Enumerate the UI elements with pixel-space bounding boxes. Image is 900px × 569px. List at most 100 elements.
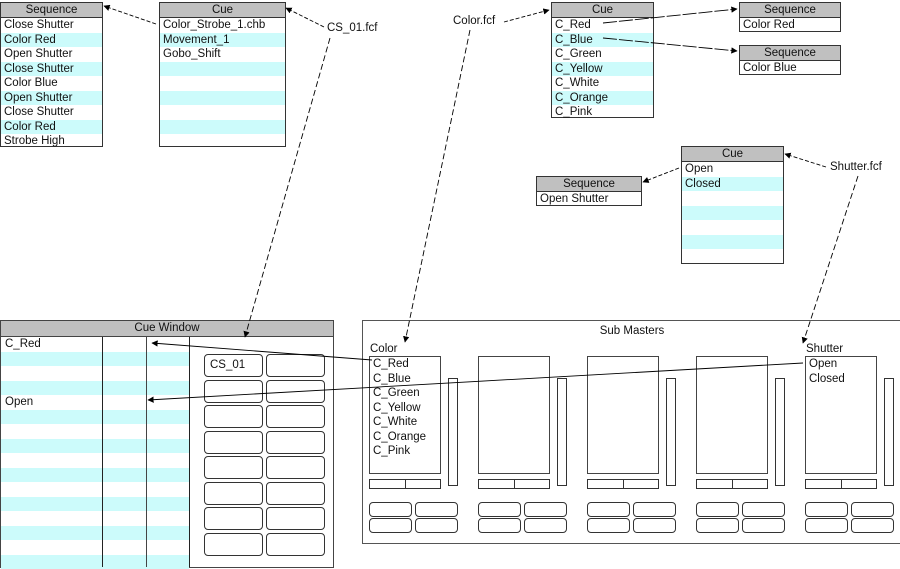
cue-button[interactable]	[266, 533, 325, 556]
cue-window-row[interactable]	[1, 424, 189, 439]
fader-push-button[interactable]	[851, 518, 894, 533]
cue-window-row[interactable]	[1, 540, 189, 555]
fader-push-button[interactable]	[587, 518, 630, 533]
cue-window-row[interactable]	[1, 468, 189, 483]
table-row[interactable]	[682, 206, 783, 221]
fader-cue-item[interactable]: C_Red	[370, 357, 440, 372]
fader-push-button[interactable]	[696, 518, 739, 533]
fader-push-button[interactable]	[633, 518, 676, 533]
cue-button[interactable]	[266, 482, 325, 505]
fader-push-button[interactable]	[742, 518, 785, 533]
table-row[interactable]	[160, 91, 285, 106]
table-row[interactable]: C_Red	[552, 18, 653, 33]
fader-push-button[interactable]	[369, 502, 412, 517]
table-row[interactable]: Gobo_Shift	[160, 47, 285, 62]
table-row[interactable]: Close Shutter	[1, 62, 102, 77]
table-row[interactable]: Color Red	[1, 120, 102, 135]
cue-window-row[interactable]	[1, 410, 189, 425]
table-row[interactable]: Close Shutter	[1, 105, 102, 120]
fader-cue-list[interactable]	[587, 356, 659, 474]
fader-cue-item[interactable]: C_Yellow	[370, 401, 440, 416]
fader-push-button[interactable]	[633, 502, 676, 517]
table-row[interactable]	[160, 105, 285, 120]
table-row[interactable]: C_Green	[552, 47, 653, 62]
fader-segment-buttons[interactable]	[369, 479, 441, 489]
table-row[interactable]	[160, 76, 285, 91]
cue-window-row[interactable]	[1, 352, 189, 367]
table-row[interactable]: Closed	[682, 177, 783, 192]
cue-button[interactable]	[266, 431, 325, 454]
fader-cue-list[interactable]	[478, 356, 550, 474]
fader-push-button[interactable]	[805, 502, 848, 517]
cue-button[interactable]	[266, 380, 325, 403]
fader-cue-list[interactable]	[696, 356, 768, 474]
table-row[interactable]	[682, 191, 783, 206]
table-row[interactable]: Strobe High	[1, 134, 102, 149]
table-row[interactable]: C_Blue	[552, 33, 653, 48]
fader-slider[interactable]	[448, 378, 458, 486]
cue-button[interactable]	[204, 482, 263, 505]
fader-cue-item[interactable]: C_White	[370, 415, 440, 430]
fader-slider[interactable]	[884, 378, 894, 486]
fader-push-button[interactable]	[587, 502, 630, 517]
table-row[interactable]: Open	[682, 162, 783, 177]
fader-segment-buttons[interactable]	[478, 479, 550, 489]
cue-button[interactable]	[266, 456, 325, 479]
cue-button[interactable]	[204, 533, 263, 556]
cue-button[interactable]	[266, 507, 325, 530]
fader-cue-item[interactable]: C_Blue	[370, 372, 440, 387]
table-row[interactable]	[682, 220, 783, 235]
cue-window-row[interactable]: C_Red	[1, 337, 189, 352]
cue-button[interactable]	[266, 354, 325, 377]
fader-push-button[interactable]	[524, 502, 567, 517]
cue-button[interactable]	[204, 431, 263, 454]
segment-right[interactable]	[623, 480, 659, 488]
segment-left[interactable]	[806, 480, 841, 488]
fader-push-button[interactable]	[478, 518, 521, 533]
cue-window-row[interactable]	[1, 453, 189, 468]
table-row[interactable]: Color_Strobe_1.chb	[160, 18, 285, 33]
fader-slider[interactable]	[557, 378, 567, 486]
segment-left[interactable]	[479, 480, 514, 488]
fader-push-button[interactable]	[742, 502, 785, 517]
segment-right[interactable]	[514, 480, 550, 488]
cue-button[interactable]	[266, 405, 325, 428]
fader-push-button[interactable]	[369, 518, 412, 533]
table-row[interactable]: C_Orange	[552, 91, 653, 106]
fader-cue-item[interactable]: Closed	[806, 372, 876, 387]
cue-window-row[interactable]	[1, 511, 189, 526]
fader-slider[interactable]	[775, 378, 785, 486]
table-row[interactable]: Color Blue	[1, 76, 102, 91]
table-row[interactable]: C_White	[552, 76, 653, 91]
table-row[interactable]: C_Yellow	[552, 62, 653, 77]
segment-left[interactable]	[370, 480, 405, 488]
cue-window-row[interactable]	[1, 439, 189, 454]
cue-button[interactable]	[204, 380, 263, 403]
cue-window-row[interactable]	[1, 381, 189, 396]
fader-segment-buttons[interactable]	[805, 479, 877, 489]
cue-button[interactable]	[204, 456, 263, 479]
fader-push-button[interactable]	[805, 518, 848, 533]
segment-left[interactable]	[588, 480, 623, 488]
table-row[interactable]	[682, 249, 783, 264]
table-row[interactable]: Movement_1	[160, 33, 285, 48]
fader-push-button[interactable]	[415, 502, 458, 517]
table-row[interactable]	[682, 235, 783, 250]
fader-push-button[interactable]	[415, 518, 458, 533]
fader-segment-buttons[interactable]	[696, 479, 768, 489]
fader-segment-buttons[interactable]	[587, 479, 659, 489]
table-row[interactable]: Color Red	[1, 33, 102, 48]
fader-cue-item[interactable]: C_Orange	[370, 430, 440, 445]
cue-button[interactable]	[204, 507, 263, 530]
cue-window-row[interactable]	[1, 482, 189, 497]
fader-cue-item[interactable]: C_Green	[370, 386, 440, 401]
table-row[interactable]: Open Shutter	[1, 47, 102, 62]
cue-window-row[interactable]	[1, 497, 189, 512]
segment-right[interactable]	[732, 480, 768, 488]
cue-window-row[interactable]	[1, 555, 189, 569]
fader-push-button[interactable]	[524, 518, 567, 533]
fader-push-button[interactable]	[851, 502, 894, 517]
segment-right[interactable]	[405, 480, 441, 488]
segment-left[interactable]	[697, 480, 732, 488]
